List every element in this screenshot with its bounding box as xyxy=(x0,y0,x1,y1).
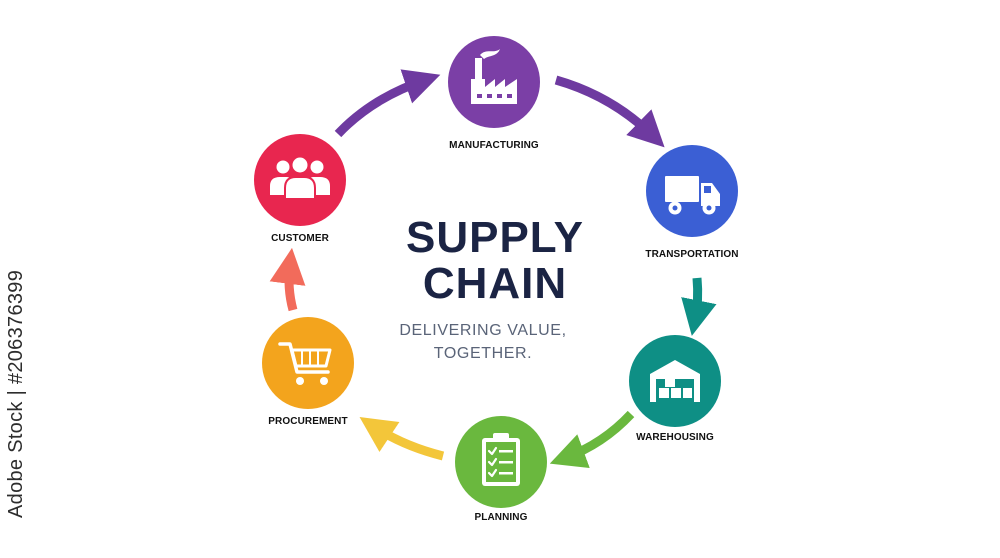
warehousing-label: WAREHOUSING xyxy=(636,432,714,443)
stage-manufacturing: MANUFACTURING xyxy=(448,36,540,151)
truck-icon xyxy=(665,176,720,215)
stage-customer: CUSTOMER xyxy=(254,134,346,244)
transportation-label: TRANSPORTATION xyxy=(645,249,738,260)
factory-icon xyxy=(471,49,517,104)
subtitle-line-1: DELIVERING VALUE, xyxy=(399,322,566,339)
manufacturing-label: MANUFACTURING xyxy=(449,140,539,151)
title-line-2: CHAIN xyxy=(423,259,567,308)
procurement-circle xyxy=(262,317,354,409)
arrow-transportation-to-warehousing xyxy=(681,277,717,336)
arrow-planning-to-procurement xyxy=(359,417,445,461)
arrow-customer-to-manufacturing xyxy=(334,69,441,138)
flow-arrows xyxy=(269,69,717,469)
stage-transportation: TRANSPORTATION xyxy=(645,145,739,260)
stage-procurement: PROCUREMENT xyxy=(262,317,354,427)
clipboard-checklist-icon xyxy=(482,433,520,486)
arrow-procurement-to-customer xyxy=(269,247,306,312)
warehouse-icon xyxy=(650,360,700,402)
stage-planning: PLANNING xyxy=(455,416,547,523)
title-line-1: SUPPLY xyxy=(406,213,584,262)
customer-label: CUSTOMER xyxy=(271,233,330,244)
arrow-warehousing-to-planning xyxy=(549,410,635,469)
people-group-icon xyxy=(270,155,330,200)
stage-warehousing: WAREHOUSING xyxy=(629,335,721,443)
center-title-block: SUPPLY CHAIN DELIVERING VALUE, TOGETHER. xyxy=(399,213,584,362)
shopping-cart-icon xyxy=(278,342,332,385)
planning-label: PLANNING xyxy=(474,512,527,523)
subtitle-line-2: TOGETHER. xyxy=(434,345,532,362)
arrow-manufacturing-to-transportation xyxy=(554,75,665,148)
procurement-label: PROCUREMENT xyxy=(268,416,347,427)
stock-watermark-text: Adobe Stock | #206376399 xyxy=(5,270,27,518)
